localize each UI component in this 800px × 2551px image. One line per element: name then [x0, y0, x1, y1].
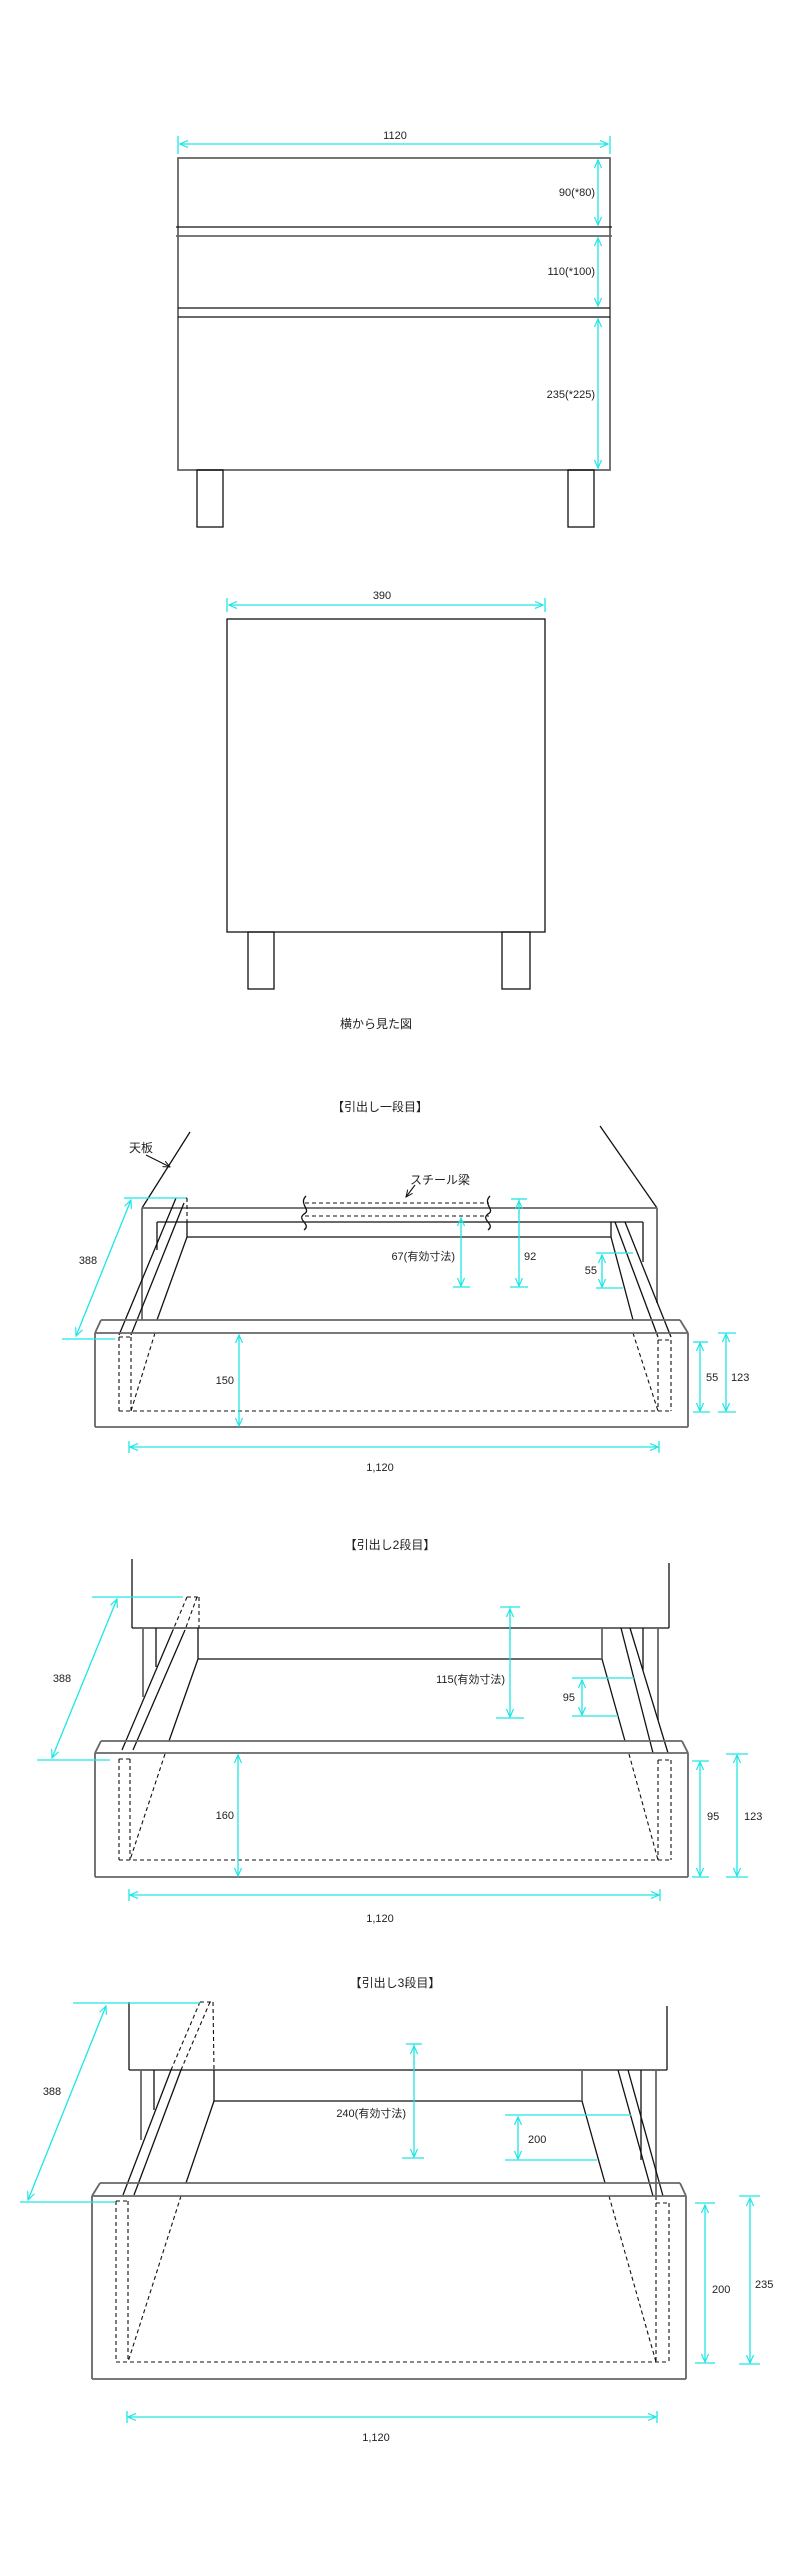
drawer2-height-label: 110(*100) [548, 266, 596, 278]
slide-rail [121, 1629, 174, 1751]
drawer1-effective-height: 67(有効寸法) [391, 1249, 455, 1263]
drawer2-front-height: 123 [744, 1811, 762, 1823]
drawer-front [91, 2182, 101, 2197]
drawer2-width: 1,120 [366, 1913, 394, 1925]
cabinet-leg [567, 469, 595, 528]
drawer3-title: 【引出し3段目】 [350, 1975, 441, 1990]
hidden-line [172, 1596, 188, 1631]
drawer1-rail-gap: 55 [585, 1265, 597, 1277]
slide-rail [614, 1221, 659, 1338]
drawer-front [94, 1319, 102, 1334]
drawer1-inner-height: 150 [216, 1375, 234, 1387]
drawer-front [679, 1319, 689, 1334]
slide-rail [133, 2069, 182, 2196]
slide-length-dimension [28, 2006, 106, 2200]
hidden-line [130, 1332, 156, 1412]
side-depth-label: 390 [373, 590, 391, 602]
front-width-label: 1120 [383, 130, 407, 142]
cabinet-side-outline [226, 618, 546, 933]
drawer2-title: 【引出し2段目】 [345, 1537, 436, 1552]
slide-rail [610, 1236, 634, 1321]
beam-break-mark [301, 1195, 308, 1231]
hidden-line [129, 1753, 166, 1861]
cabinet-leg [196, 469, 224, 528]
top-board-leader [145, 1154, 170, 1167]
hidden-line [632, 1332, 659, 1412]
slide-rail [601, 1658, 626, 1742]
drawer2-front-inner: 95 [707, 1811, 719, 1823]
slide-rail [627, 2069, 664, 2197]
drawer1-title: 【引出し一段目】 [332, 1099, 428, 1114]
drawing-lines [20, 136, 760, 2423]
drawer3-width: 1,120 [362, 2432, 390, 2444]
beam-break-mark [485, 1195, 492, 1231]
drawer1-height-label: 90(*80) [559, 187, 595, 199]
hidden-line [628, 1753, 659, 1861]
drawer3-effective-height: 240(有効寸法) [336, 2106, 406, 2120]
drawer2-rail-gap: 95 [563, 1692, 575, 1704]
slide-rail [118, 1197, 177, 1336]
drawer1-front-height: 123 [731, 1372, 749, 1384]
steel-beam-leader [406, 1184, 416, 1197]
hidden-line [212, 2001, 215, 2071]
hidden-line [184, 1596, 198, 1631]
top-board-line [141, 1131, 191, 1209]
drawer2-slide-length: 388 [53, 1673, 71, 1685]
drawer3-front-height: 235 [755, 2279, 773, 2291]
cabinet-leg [501, 931, 531, 990]
drawer-front [679, 2182, 687, 2197]
drawer3-slide-length: 388 [43, 2086, 61, 2098]
drawer1-clearance: 92 [524, 1251, 536, 1263]
cabinet-front-outline [177, 157, 611, 471]
drawer2-effective-height: 115(有効寸法) [436, 1672, 505, 1686]
drawer3-rail-gap: 200 [528, 2134, 546, 2146]
hidden-line [127, 2195, 182, 2363]
hidden-line [170, 2001, 201, 2071]
drawer1-front-inner: 55 [706, 1372, 718, 1384]
drawer3-front-inner: 200 [712, 2284, 730, 2296]
side-view-caption: 横から見た図 [340, 1017, 412, 1031]
drawer3-height-label: 235(*225) [547, 389, 595, 401]
slide-rail [620, 1627, 654, 1754]
slide-rail [122, 2069, 172, 2196]
hidden-line [180, 2001, 211, 2071]
slide-rail [629, 1627, 669, 1754]
slide-rail [185, 2100, 215, 2184]
slide-length-dimension [76, 1200, 131, 1336]
hidden-line [608, 2195, 657, 2363]
drawer-front [681, 1740, 689, 1754]
steel-beam-label: スチール梁 [410, 1172, 470, 1187]
slide-rail [156, 1236, 188, 1321]
slide-length-dimension [52, 1599, 117, 1758]
slide-rail [581, 2100, 606, 2184]
slide-rail [617, 2069, 654, 2197]
drawer1-slide-length: 388 [79, 1255, 97, 1267]
cabinet-leg [247, 931, 275, 990]
top-board-line [599, 1125, 658, 1209]
slide-rail [130, 1202, 185, 1336]
drawer2-inner-height: 160 [216, 1810, 234, 1822]
slide-rail [168, 1658, 199, 1742]
slide-rail [624, 1221, 672, 1338]
drawer1-width: 1,120 [366, 1462, 394, 1474]
slide-rail [132, 1629, 186, 1751]
drawer-front [94, 1740, 102, 1754]
top-board-label: 天板 [129, 1141, 153, 1155]
